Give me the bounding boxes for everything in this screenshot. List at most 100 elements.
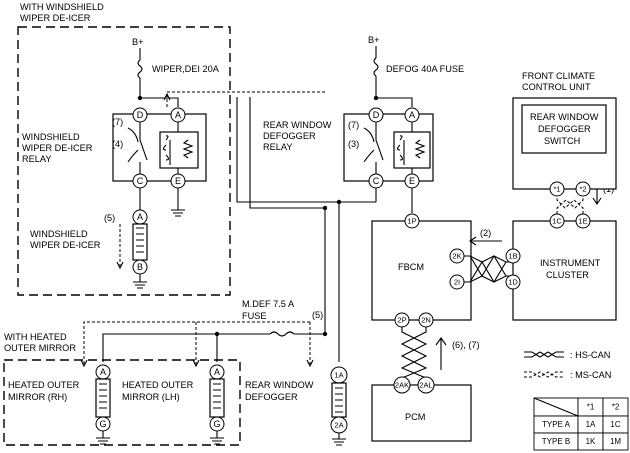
ic-pin-1b-text: 1B [508, 252, 517, 261]
step-7-mid: (7) [348, 120, 359, 130]
heated-outer-mirror-rh-heater-grid [99, 383, 107, 409]
step-6-7: (6), (7) [452, 340, 480, 350]
ws-coil-winding [162, 135, 171, 165]
pcm-module [371, 384, 472, 442]
defog-fuse [373, 57, 379, 77]
bplus-left-label: B+ [132, 37, 144, 47]
deicer-pin-a-text: A [137, 212, 143, 222]
rw-relay-label-3: RELAY [263, 142, 292, 152]
wire-to-pin-a-mid [376, 97, 413, 107]
rwds-label-3: SWITCH [544, 136, 580, 146]
step-5-flow-arrowhead [192, 359, 200, 368]
mdef-label-2: FUSE [242, 311, 267, 321]
mdef-fuse [269, 331, 295, 337]
ic-pin-1b [505, 248, 521, 264]
ws-switch-arrow-4 [127, 149, 139, 163]
rw-relay-pin-a-text: A [409, 110, 415, 120]
hom-rh-label-1: HEATED OUTER [8, 380, 80, 390]
ground-symbol [332, 438, 346, 446]
heated-outer-mirror-lh-element [209, 378, 225, 418]
rw-relay-pin-d-text: D [373, 110, 380, 120]
with-mirror-label-1: WITH HEATED [4, 332, 67, 342]
fbcm-pin-1p [404, 213, 420, 229]
rear-window-defogger-switch [521, 104, 607, 154]
legend-ms-can: : MS-CAN [570, 370, 611, 380]
pcm-label: PCM [405, 412, 425, 422]
windshield-deicer-option-box [17, 26, 231, 296]
mirror-rh-pin-g-text: G [99, 419, 106, 429]
ws-deicer-label-2: WIPER DE-ICER [30, 240, 101, 250]
fccu-pin-2 [575, 181, 591, 197]
ws-coil-resistor [182, 139, 194, 159]
rw-relay-pin-c-text: C [373, 176, 380, 186]
table-row-0-label: TYPE A [542, 420, 571, 429]
table-row-1-col-2: 1M [610, 437, 621, 446]
ground-symbol [96, 437, 110, 445]
ws-relay-label-2: WIPER DE-ICER [22, 143, 93, 153]
ic-pin-1c-text: 1C [552, 217, 562, 226]
with-ws-deicer-label-2: WIPER DE-ICER [20, 13, 91, 23]
fbcm-module [371, 220, 472, 321]
heated-outer-mirror-lh-heater-grid [213, 383, 221, 409]
ground-symbol [171, 209, 185, 217]
rw-relay-label-1: REAR WINDOW [263, 120, 332, 130]
legend-hs-can-symbol [524, 351, 564, 358]
rw-coil-winding [396, 135, 405, 165]
deicer-pin-b-text: B [137, 262, 143, 272]
wiper-dei-fuse-label: WIPER,DEI 20A [152, 64, 220, 74]
ms-can-twisted-pair [556, 196, 584, 214]
bplus-mid-label: B+ [368, 35, 380, 45]
pcm-pin-2ak-text: 2AK [395, 381, 409, 390]
fbcm-pin-1p-text: 1P [407, 217, 416, 226]
hom-rh-label-2: MIRROR (RH) [8, 392, 67, 402]
step-5-mid: (5) [312, 310, 323, 320]
step-4: (4) [112, 139, 123, 149]
rw-coil-resistor [414, 139, 426, 159]
heated-outer-mirror-rh-element [95, 378, 111, 418]
fccu-pin-1-text: *1 [553, 185, 560, 194]
rw-defogger-pin-1a-text: 1A [334, 371, 343, 380]
mirror-lh-pin-g-text: G [213, 419, 220, 429]
mirror-lh-pin-a-text: A [214, 367, 220, 377]
step-5-left-flow-arrowhead [116, 261, 124, 270]
fbcm-label: FBCM [398, 262, 424, 272]
with-mirror-label-2: OUTER MIRROR [4, 343, 76, 353]
step-5-left: (5) [104, 213, 115, 223]
hs-can-twisted-pair [469, 254, 507, 278]
rwds-label-1: REAR WINDOW [530, 112, 599, 122]
table-header-diagonal [533, 397, 579, 417]
hs-can-twisted-pair [464, 275, 512, 283]
rw-defogger-pin-2a-text: 2A [334, 421, 343, 430]
ws-relay-pin-a-text: A [175, 110, 181, 120]
with-ws-deicer-label-1: WITH WINDSHIELD [20, 2, 104, 12]
table-row-0-col-2: 1C [610, 420, 620, 429]
ws-relay-control-line [166, 91, 325, 107]
connector-type-table: *1 *2 TYPE A 1A 1C TYPE B 1K 1M [533, 397, 629, 451]
fccu-pin-1 [549, 181, 565, 197]
pcm-hs-can-twisted-pair [400, 327, 428, 379]
fbcm-pin-2k-text: 2K [452, 252, 461, 261]
ws-relay-pin-c-text: C [137, 176, 144, 186]
ic-pin-1d-text: 1D [508, 278, 518, 287]
step-3: (3) [348, 139, 359, 149]
rw-defogger-label-2: DEFOGGER [245, 392, 298, 402]
ws-relay-pin-e-text: E [175, 176, 181, 186]
step-5-flow-arrowhead [80, 359, 88, 368]
table-row-0-col-1: 1A [586, 420, 596, 429]
legend-ms-can-symbol [524, 371, 564, 378]
table-row-1-cell-2 [602, 432, 629, 451]
mirror-rh-pin-a-text: A [100, 367, 106, 377]
hom-lh-label-1: HEATED OUTER [122, 380, 194, 390]
windshield-deicer-element [132, 223, 148, 261]
hs-can-twisted-pair [469, 260, 507, 284]
fbcm-pin-2i-text: 2I [454, 278, 460, 287]
ws-relay-label-3: RELAY [22, 154, 51, 164]
heated-mirror-option-box [3, 359, 241, 446]
step-6-7-arrow [435, 337, 447, 370]
wire-ws-relay-to-rw-relay-c [236, 97, 376, 203]
table-row-1-label: TYPE B [542, 437, 570, 446]
ws-switch-arrow-7 [127, 127, 139, 143]
fccu-label-2: CONTROL UNIT [522, 82, 591, 92]
legend-hs-can: : HS-CAN [570, 350, 610, 360]
ws-relay-label-1: WINDSHIELD [22, 132, 80, 142]
